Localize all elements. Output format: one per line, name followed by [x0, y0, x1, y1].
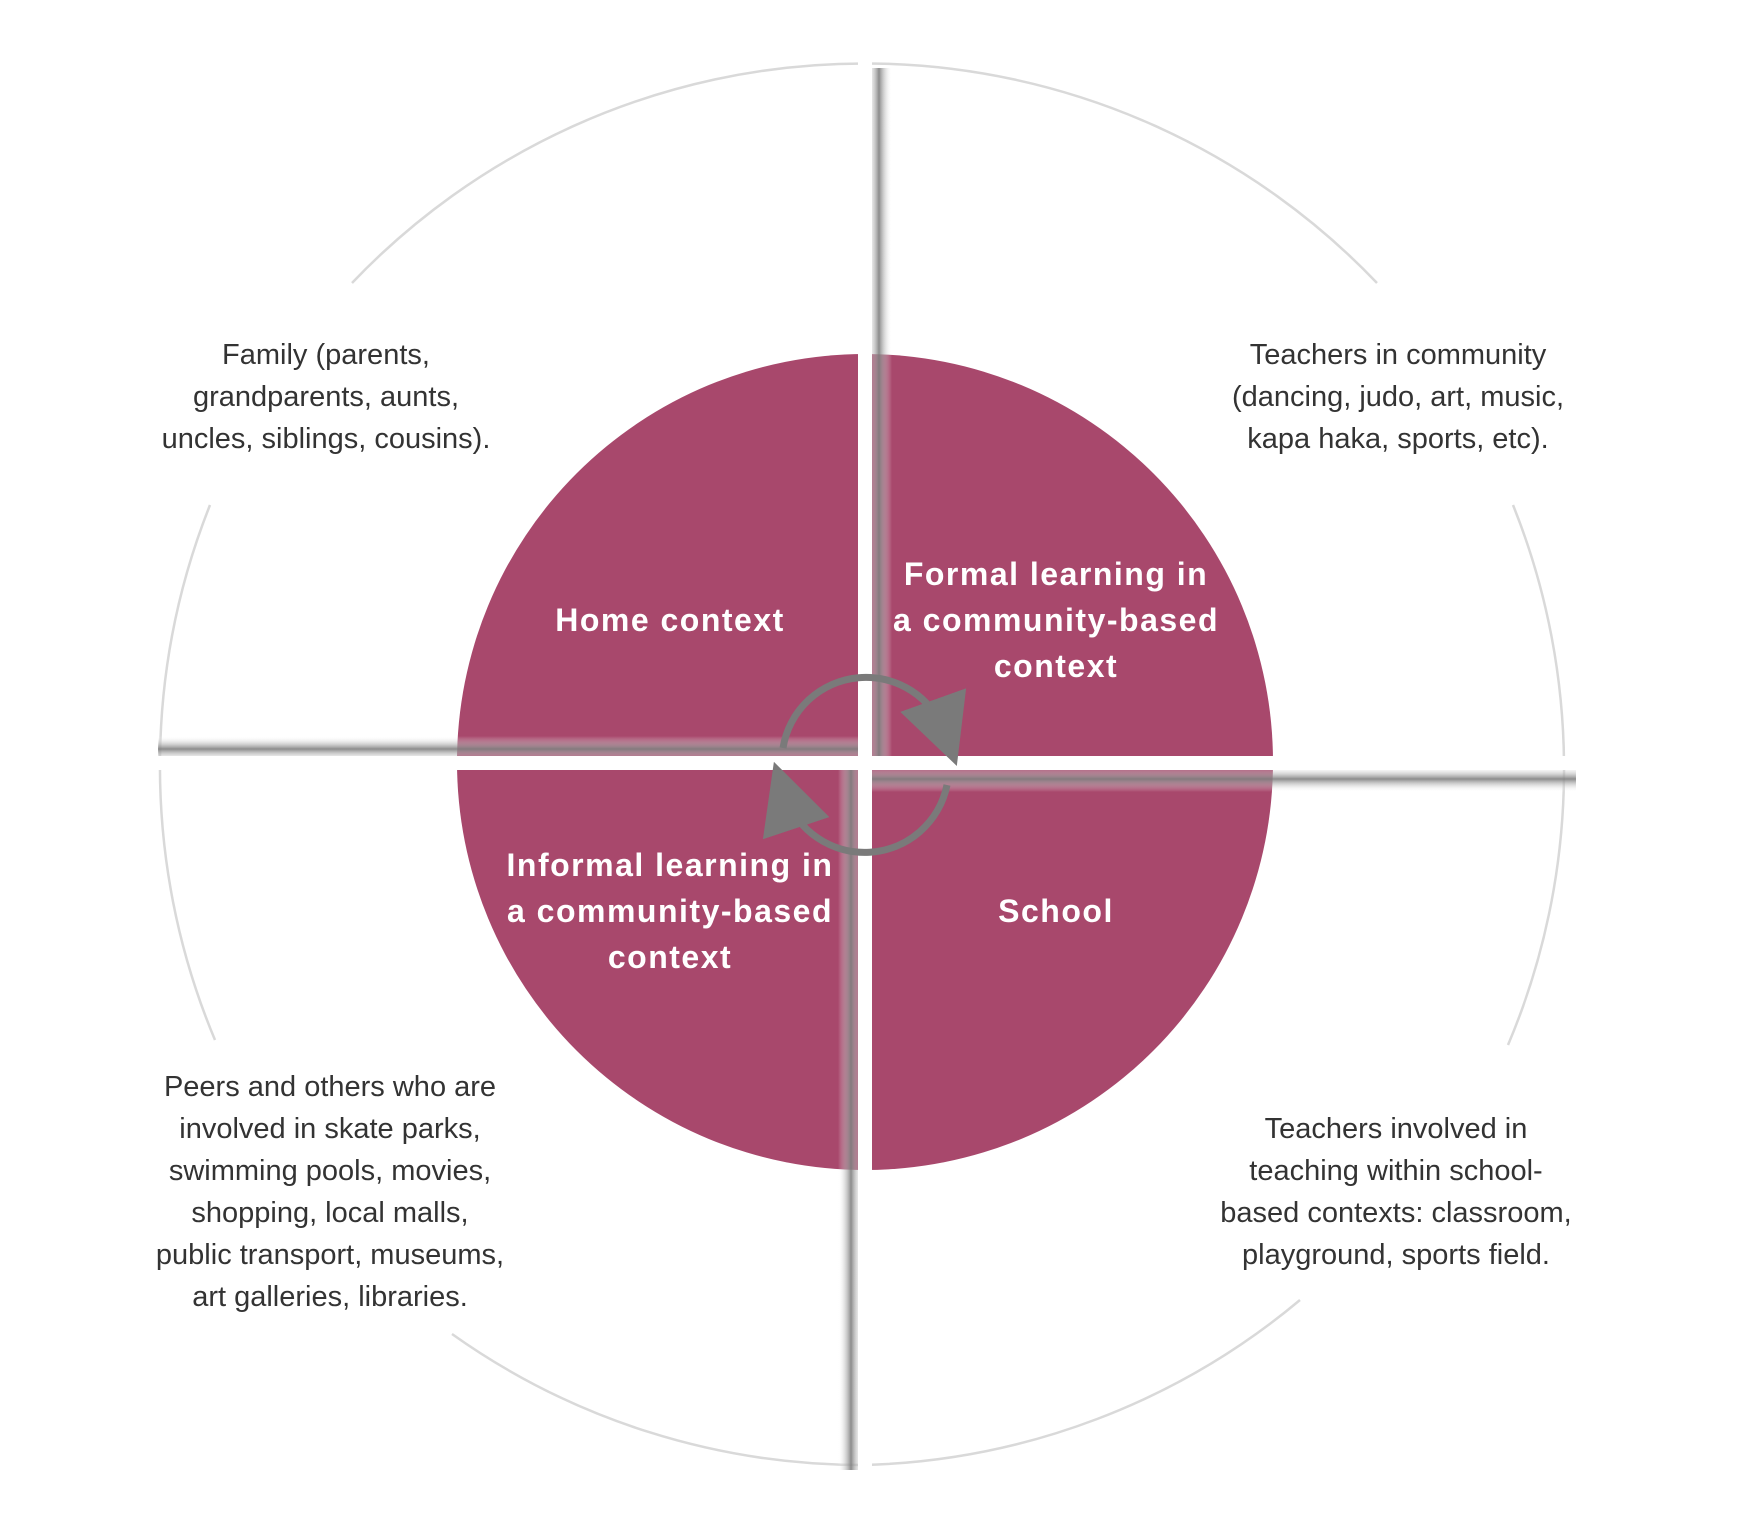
text-line: teaching within school- — [1249, 1155, 1542, 1187]
outer-text-teachers-community: Teachers in community (dancing, judo, art… — [1232, 339, 1564, 455]
text-line: Home context — [555, 602, 785, 638]
text-line: (dancing, judo, art, music, — [1232, 381, 1564, 413]
cycle-arrow-lower — [762, 761, 951, 856]
text-line: uncles, siblings, cousins). — [162, 423, 491, 455]
text-line: public transport, museums, — [156, 1239, 504, 1271]
inner-label-informal-learning: Informal learning in a community-based con… — [507, 847, 834, 975]
circular-arrows-icon — [762, 673, 967, 856]
cycle-arrow-upper — [779, 673, 967, 766]
text-line: shopping, local malls, — [191, 1197, 468, 1229]
text-line: School — [998, 893, 1114, 929]
text-line: playground, sports field. — [1242, 1239, 1550, 1271]
text-line: swimming pools, movies, — [169, 1155, 491, 1187]
text-line: context — [608, 939, 732, 975]
outer-text-peers: Peers and others who are involved in skat… — [156, 1071, 504, 1313]
text-line: Teachers involved in — [1265, 1113, 1528, 1145]
inner-label-home-context: Home context — [555, 602, 785, 638]
outer-ring-arc-left-upper — [158, 504, 212, 758]
text-line: Informal learning in — [507, 847, 834, 883]
inner-label-school: School — [998, 893, 1114, 929]
inner-label-formal-learning: Formal learning in a community-based conte… — [893, 556, 1219, 684]
horizontal-divider — [155, 756, 1580, 770]
text-line: Family (parents, — [222, 339, 430, 371]
text-line: Teachers in community — [1250, 339, 1547, 371]
outer-text-family: Family (parents, grandparents, aunts, uncl… — [162, 339, 491, 455]
text-line: art galleries, libraries. — [192, 1281, 468, 1313]
text-line: kapa haka, sports, etc). — [1247, 423, 1548, 455]
outer-ring-arc-bottom-right — [864, 1299, 1301, 1467]
text-line: a community-based — [893, 602, 1219, 638]
text-line: involved in skate parks, — [179, 1113, 480, 1145]
horizontal-divider-shadow-right — [872, 766, 1576, 792]
text-line: Peers and others who are — [164, 1071, 496, 1103]
text-line: based contexts: classroom, — [1220, 1197, 1571, 1229]
outer-ring-arc-left-lower — [158, 756, 217, 1041]
text-line: a community-based — [507, 893, 833, 929]
text-line: grandparents, aunts, — [193, 381, 459, 413]
outer-ring-arc-bottom-left — [451, 1332, 866, 1467]
outer-text-teachers-school: Teachers involved in teaching within scho… — [1220, 1113, 1571, 1271]
text-line: context — [994, 648, 1118, 684]
text-line: Formal learning in — [904, 556, 1208, 592]
